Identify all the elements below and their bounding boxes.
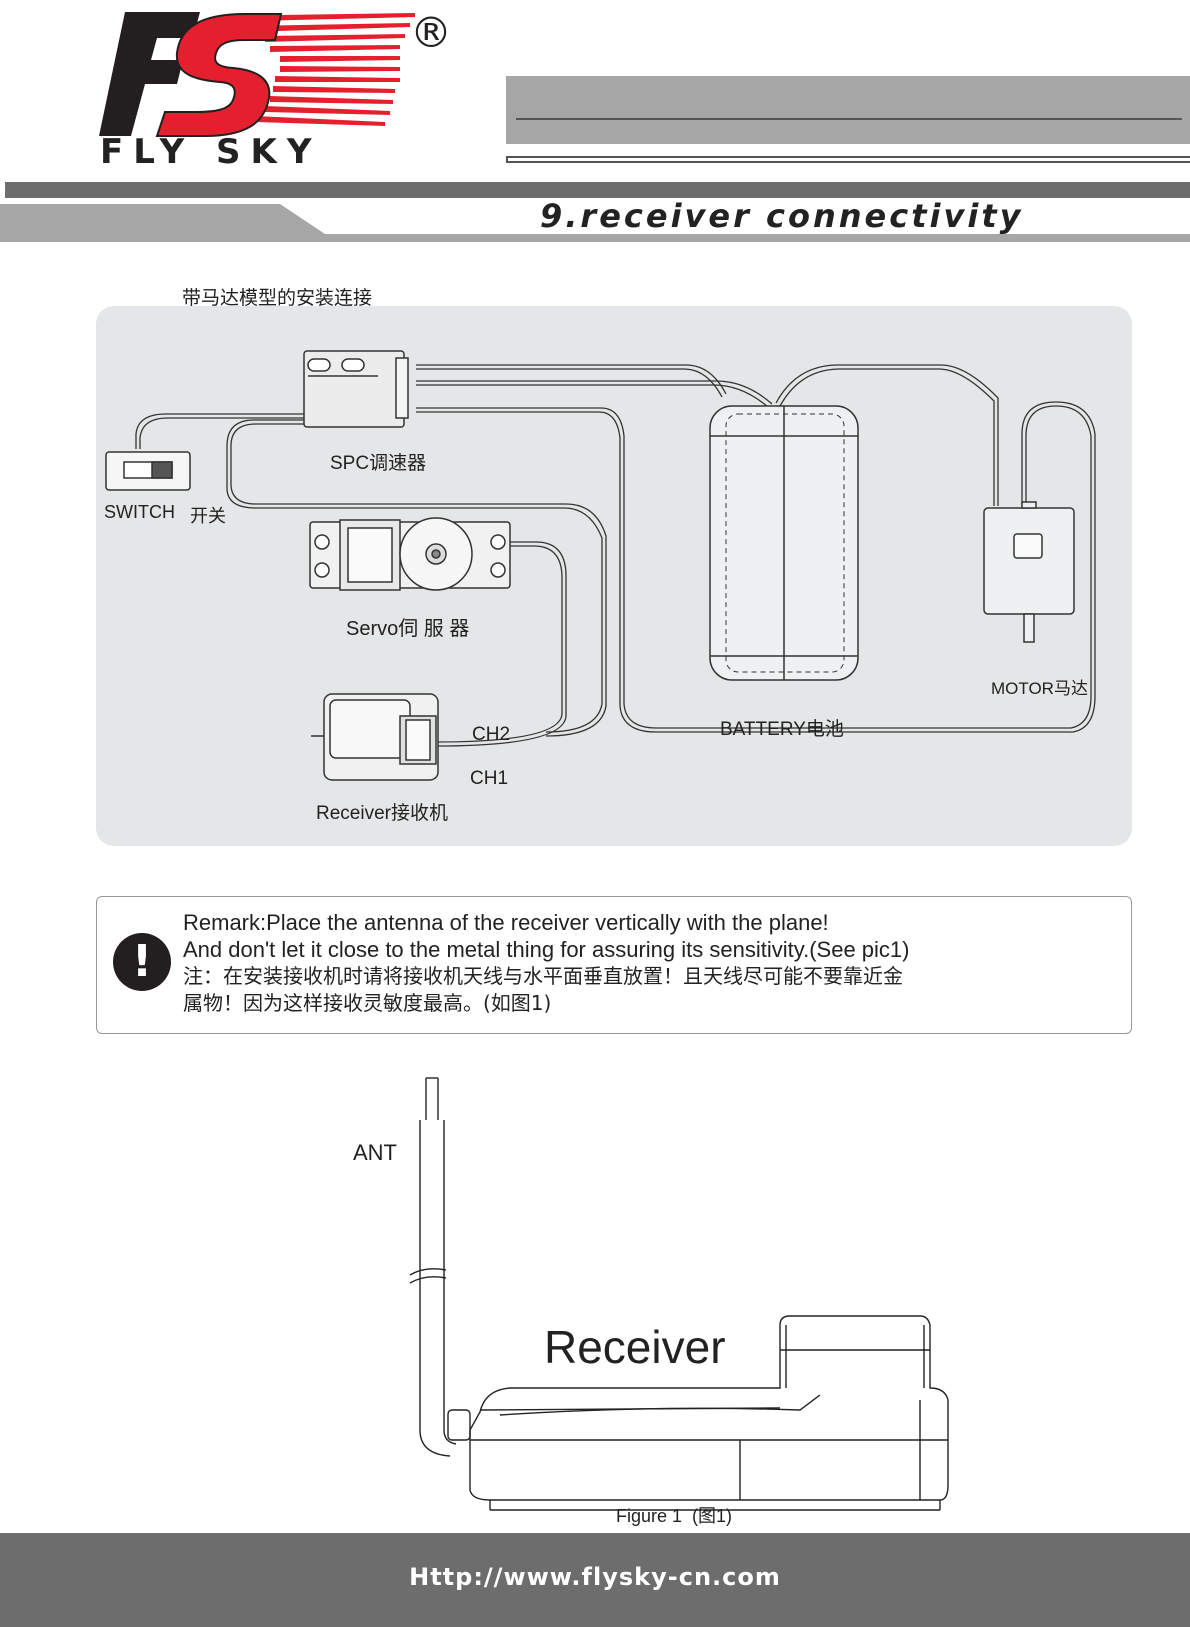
footer-bar: Http://www.flysky-cn.com: [0, 1533, 1190, 1627]
servo-label: Servo伺 服 器: [346, 618, 470, 640]
remark-line-3: 注：在安装接收机时请将接收机天线与水平面垂直放置！且天线尽可能不要靠近金: [183, 964, 903, 988]
switch-device: [105, 451, 191, 491]
title-band: [0, 204, 1190, 242]
section-title: 9.receiver connectivity: [540, 197, 1024, 235]
flysky-logo-icon: [99, 12, 415, 137]
wiring-diagram-panel: SPC调速器 SWITCH 开关 Servo伺 服 器 BATTERY电池 MO…: [96, 306, 1132, 846]
exclamation-icon: !: [113, 933, 171, 991]
spc-controller: [303, 350, 409, 428]
motor-label: MOTOR马达: [991, 679, 1088, 698]
figure-caption: Figure 1 (图1): [616, 1506, 733, 1526]
receiver-antenna-drawing: [409, 1077, 949, 1511]
servo-device: [309, 517, 511, 591]
header: FLY SKY ® 9.receiver connectivity: [0, 0, 1190, 245]
brand-name: FLY SKY: [100, 132, 322, 172]
remark-text: Remark:Place the antenna of the receiver…: [183, 909, 909, 1017]
receiver-label: Receiver接收机: [316, 803, 448, 824]
header-rule: [516, 118, 1182, 120]
receiver-device: [311, 693, 439, 781]
remark-line-1: Remark:Place the antenna of the receiver…: [183, 910, 829, 935]
battery-pack: [709, 405, 859, 681]
motor-device: [983, 501, 1075, 643]
registered-mark: ®: [410, 8, 452, 57]
header-gray-block: [506, 76, 1190, 144]
wiring-diagram: [105, 350, 1096, 781]
receiver-figure-label: Receiver: [544, 1321, 726, 1373]
ch1-label: CH1: [470, 768, 509, 789]
diagram-caption: 带马达模型的安装连接: [182, 287, 373, 309]
figure-1: ANT Receiver Figure 1 (图1): [0, 1070, 1190, 1530]
footer-url-link[interactable]: Http://www.flysky-cn.com: [409, 1563, 781, 1591]
switch-label: SWITCH: [104, 502, 175, 522]
spc-label: SPC调速器: [330, 453, 427, 474]
switch-cn-label: 开关: [190, 506, 226, 526]
logo-backdrop: [88, 168, 483, 182]
remark-line-2: And don't let it close to the metal thin…: [183, 937, 910, 962]
remark-box: ! Remark:Place the antenna of the receiv…: [96, 896, 1132, 1034]
antenna-label: ANT: [353, 1140, 397, 1165]
remark-line-4: 属物！因为这样接收灵敏度最高。(如图1): [183, 991, 552, 1015]
battery-label: BATTERY电池: [720, 719, 844, 740]
header-dark-bar: [5, 182, 1190, 198]
header-outline-bar: [506, 156, 1190, 163]
ch2-label: CH2: [472, 724, 511, 745]
